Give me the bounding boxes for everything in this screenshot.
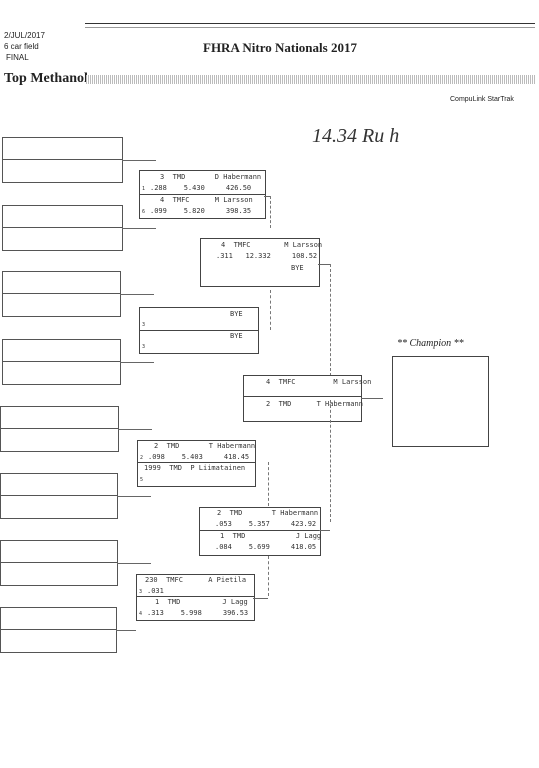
lane-number: 2: [140, 455, 144, 461]
category-title: Top Methanol: [4, 71, 88, 86]
divider: [200, 530, 320, 531]
entry-name: 230 TMFC A Pietila: [145, 576, 247, 584]
finalist-name: 4 TMFC M Larsson: [266, 378, 372, 386]
match-box-r1m1: 3 TMD D Habermann 1 .288 5.430 426.50 4 …: [139, 170, 266, 219]
lane-number: 5: [140, 477, 144, 483]
entry-slot: [0, 473, 118, 497]
handwritten-note: 14.34 Ru h: [312, 125, 400, 147]
connector: [122, 160, 156, 161]
match-box-r2m1: 4 TMFC M Larsson .311 12.332 108.52 BYE: [200, 238, 323, 287]
champion-label: ** Champion **: [397, 338, 464, 349]
entry-slot: [2, 293, 121, 317]
entry-slot: [2, 137, 123, 161]
field-size: 6 car field: [4, 42, 39, 51]
connector: [120, 362, 154, 363]
match-box-r2m2: 2 TMD T Habermann .053 5.357 423.92 1 TM…: [199, 507, 321, 556]
entry-slot: [0, 607, 117, 631]
entry-slot: [2, 361, 121, 385]
lane-number: 3: [142, 322, 146, 328]
bracket-line: [268, 556, 269, 596]
entry-name: 3 TMD D Habermann: [160, 173, 262, 181]
entry-slot: [2, 271, 121, 295]
entry-slot: [2, 339, 121, 363]
bye-label: BYE: [230, 332, 243, 340]
entry-name: 1 TMD J Lagg: [220, 532, 322, 540]
run-stats: .098 5.403 418.45: [148, 453, 250, 461]
connector: [120, 294, 154, 295]
run-stats: .084 5.699 418.05: [215, 543, 317, 551]
event-date: 2/JUL/2017: [4, 31, 45, 40]
run-stats: .288 5.430 426.50: [150, 184, 252, 192]
connector: [118, 429, 152, 430]
champion-box: [392, 356, 489, 447]
match-box-r1m2: 2 TMD T Habermann 2 .098 5.403 418.45 19…: [137, 440, 256, 487]
bye-label: BYE: [230, 310, 243, 318]
divider: [138, 462, 255, 463]
match-box-bye: BYE 3 BYE 3: [139, 307, 259, 354]
run-stats: .053 5.357 423.92: [215, 520, 317, 528]
event-title: FHRA Nitro Nationals 2017: [203, 40, 357, 55]
lane-number: 1: [142, 186, 146, 192]
connector: [361, 398, 383, 399]
run-stats: .099 5.820 398.35: [150, 207, 252, 215]
connector: [264, 196, 270, 197]
connector: [318, 264, 330, 265]
connector: [122, 228, 156, 229]
connector: [117, 496, 151, 497]
round-label: FINAL: [6, 53, 29, 62]
bracket-line: [270, 290, 271, 330]
bracket-line: [270, 196, 271, 228]
run-stats: .311 12.332 108.52: [216, 252, 318, 260]
entry-name: 4 TMFC M Larsson: [160, 196, 253, 204]
match-box-final: 4 TMFC M Larsson 2 TMD T Habermann: [243, 375, 371, 422]
divider: [140, 330, 258, 331]
lane-number: 3: [142, 344, 146, 350]
bracket-line: [268, 462, 269, 506]
top-rule-2: [85, 27, 535, 28]
connector: [253, 598, 268, 599]
connector: [116, 630, 136, 631]
entry-name: 1 TMD J Lagg: [155, 598, 248, 606]
entry-slot: [0, 428, 119, 452]
entry-slot: [0, 495, 118, 519]
entry-name: 4 TMFC M Larsson: [221, 241, 323, 249]
bracket-line: [330, 264, 331, 376]
lane-number: 4: [139, 611, 143, 617]
entry-slot: [2, 205, 123, 229]
entry-slot: [0, 562, 118, 586]
lane-number: 6: [142, 209, 146, 215]
run-stats: .031: [147, 587, 164, 595]
entry-name: 1999 TMD P Liimatainen: [144, 464, 246, 472]
lane-number: 3: [139, 589, 143, 595]
entry-name: 2 TMD T Habermann: [217, 509, 319, 517]
category-leader: [86, 75, 535, 84]
entry-slot: [2, 227, 123, 251]
entry-slot: [0, 629, 117, 653]
finalist-name: 2 TMD T Habermann: [266, 400, 363, 408]
entry-name: 2 TMD T Habermann: [154, 442, 256, 450]
entry-slot: [2, 159, 123, 183]
run-stats: .313 5.998 396.53: [147, 609, 249, 617]
bracket-line: [330, 400, 331, 522]
entry-slot: [0, 540, 118, 564]
divider: [137, 596, 254, 597]
divider: [244, 396, 361, 397]
bye-label: BYE: [291, 264, 304, 272]
system-name: CompuLink StarTrak: [450, 96, 514, 103]
entry-slot: [0, 406, 119, 430]
match-box-r1m3: 230 TMFC A Pietila 3 .031 1 TMD J Lagg 4…: [136, 574, 255, 621]
divider: [140, 194, 265, 195]
top-rule: [85, 23, 535, 24]
connector: [319, 530, 330, 531]
connector: [117, 563, 151, 564]
